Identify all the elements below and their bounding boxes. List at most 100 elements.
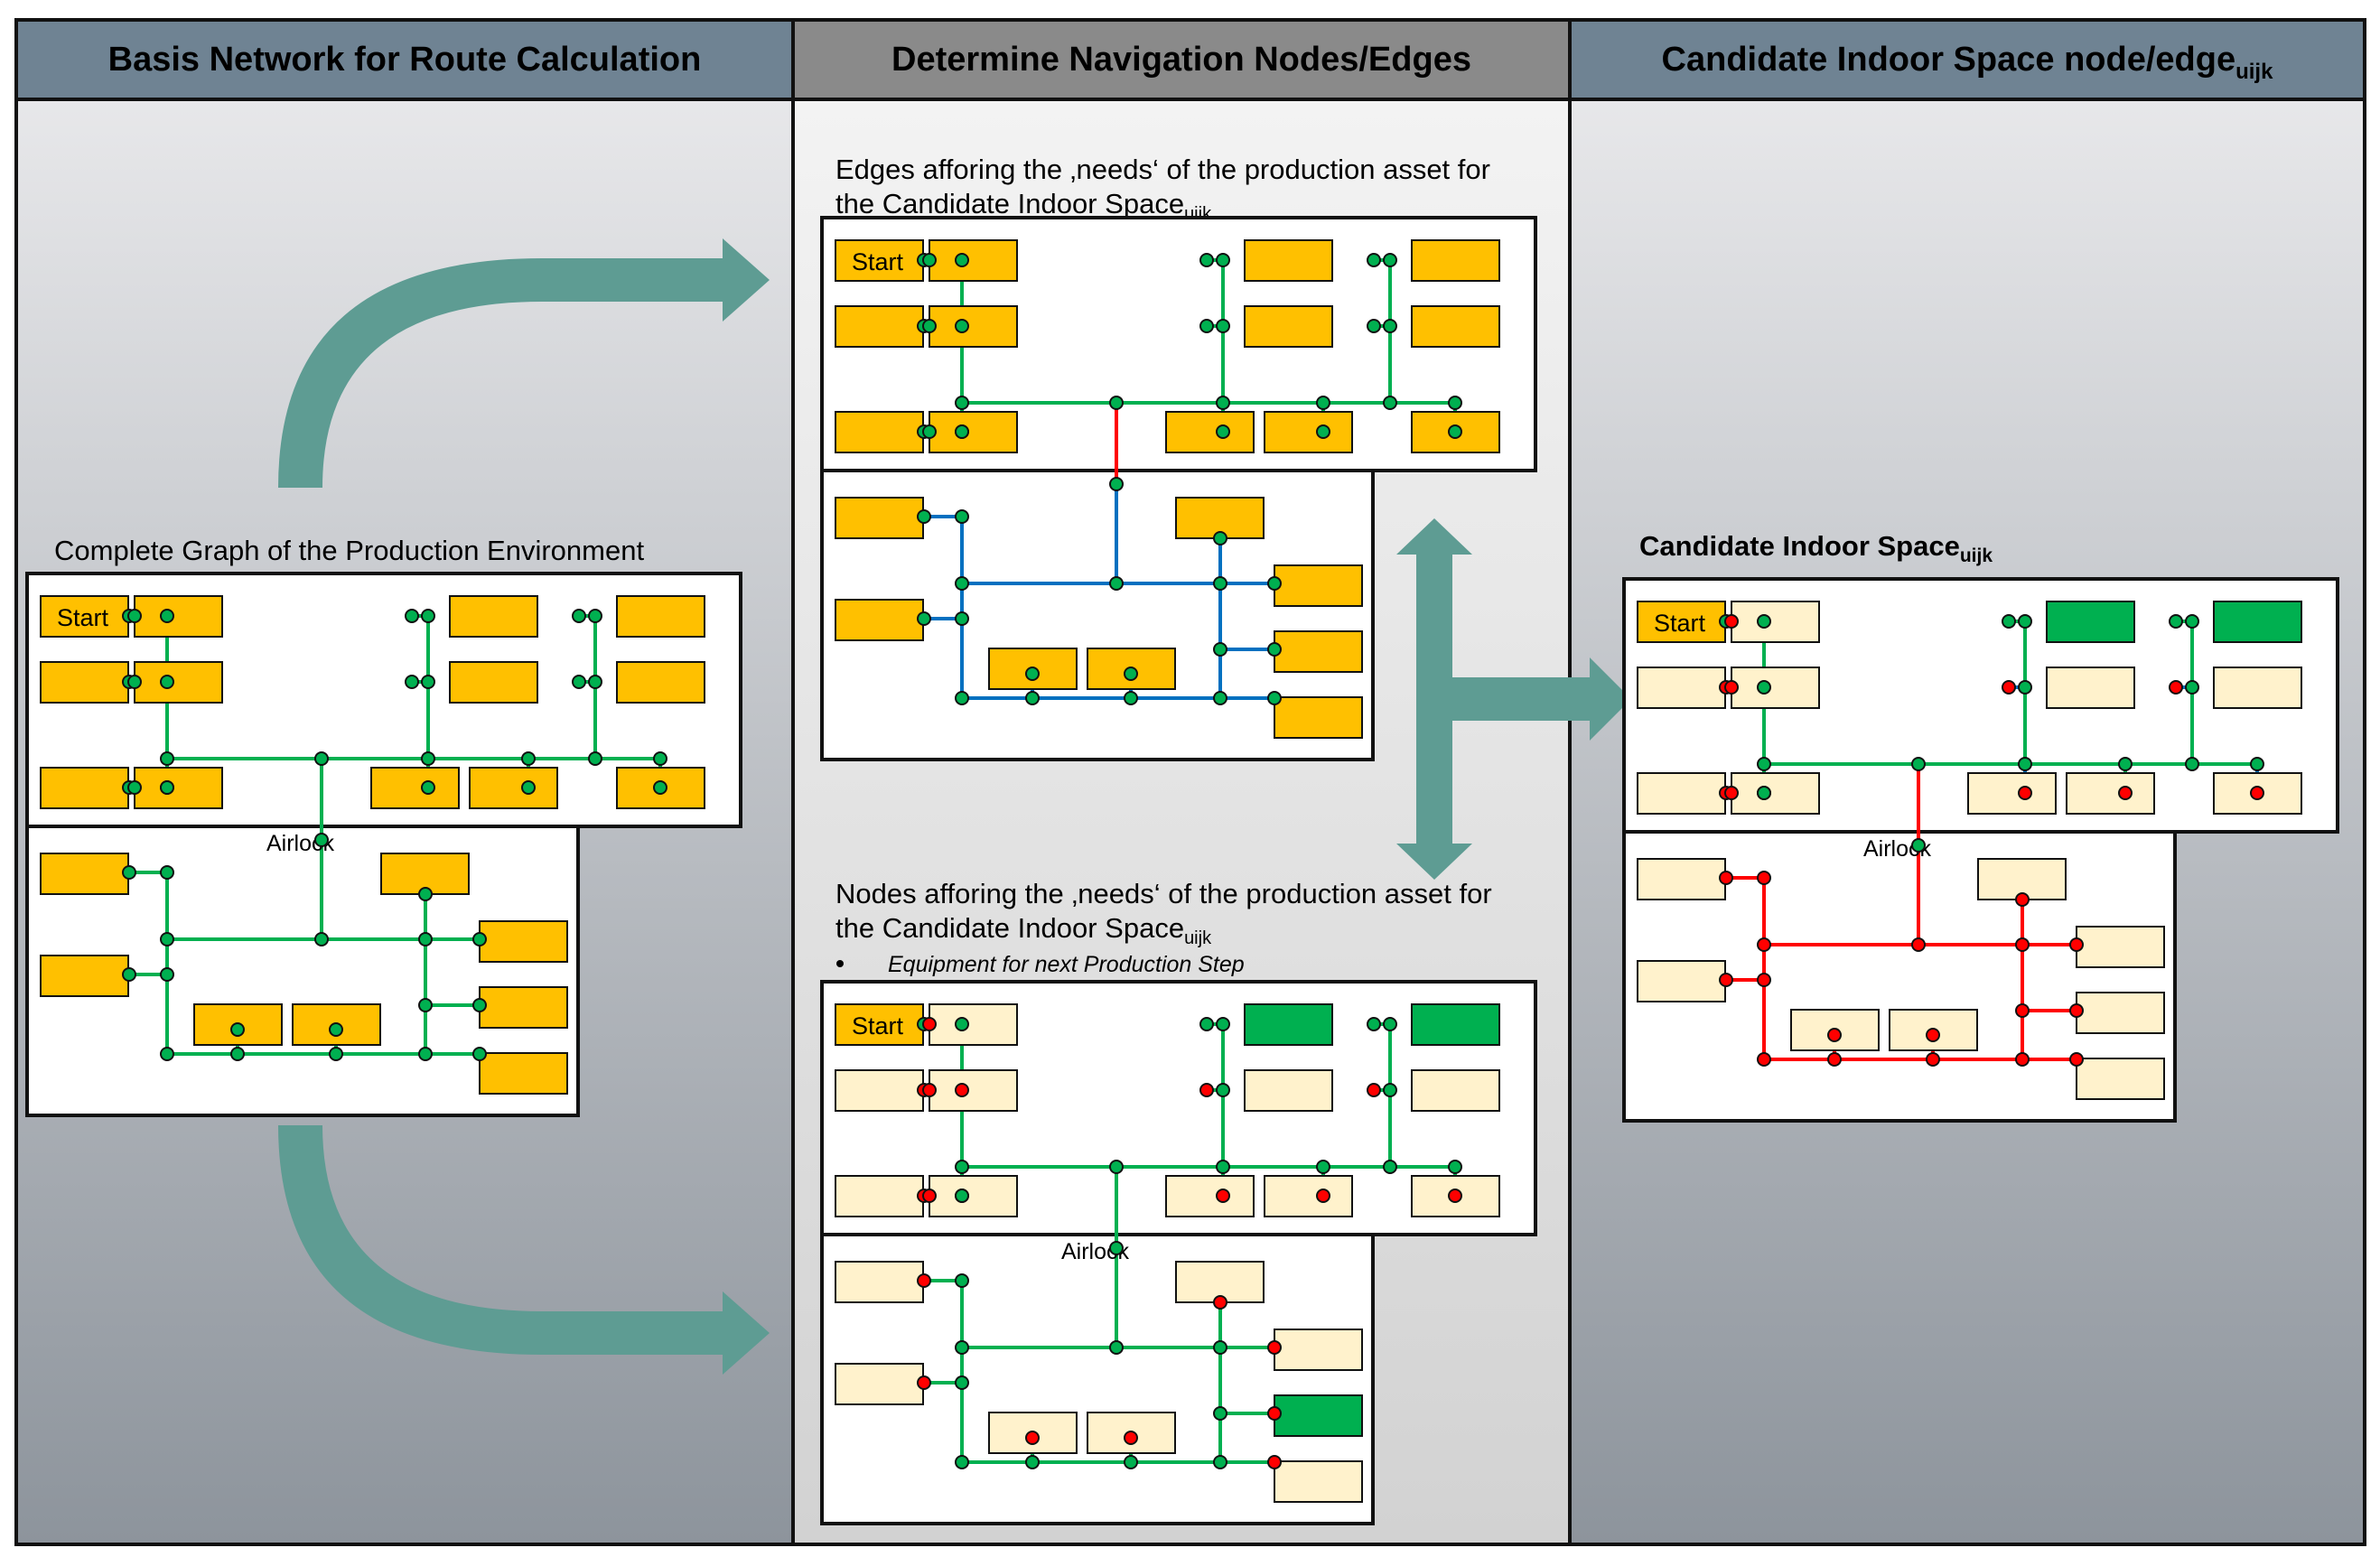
equipment-box <box>1274 1394 1363 1437</box>
graph-node <box>1757 973 1771 987</box>
graph-node <box>1267 1340 1282 1355</box>
graph-node <box>1267 1406 1282 1421</box>
graph-node <box>955 253 969 267</box>
graph-node <box>955 1083 969 1097</box>
arrow-merge-to-candidate <box>1396 518 1631 880</box>
floor-plan-graphs: StartAirlockStartStartAirlockStartAirloc… <box>25 216 2339 1525</box>
equipment-box <box>469 767 558 809</box>
graph-node <box>1213 1295 1227 1310</box>
graph-node <box>160 1047 174 1061</box>
graph-node <box>2069 1003 2084 1018</box>
graph-node <box>917 1375 931 1390</box>
flow-arrows <box>278 238 1631 1375</box>
graph-node <box>329 1022 343 1037</box>
graph-node <box>1383 396 1397 410</box>
graph-node <box>1724 786 1739 800</box>
graph-node <box>2015 937 2030 952</box>
equipment-box <box>40 955 129 997</box>
graph-node <box>1267 576 1282 591</box>
graph-node <box>1448 1160 1462 1174</box>
graph-node <box>1367 253 1381 267</box>
start-label: Start <box>852 1012 904 1040</box>
graph-node <box>1025 1455 1040 1469</box>
graph-node <box>1216 396 1230 410</box>
equipment-box <box>1411 1069 1500 1112</box>
graph-node <box>1757 757 1771 771</box>
graph-node <box>2018 680 2032 695</box>
equipment-box <box>1244 239 1333 282</box>
graph-node <box>955 1455 969 1469</box>
nodes-desc-main: the Candidate Indoor Space <box>835 912 1184 944</box>
graph-node <box>160 967 174 982</box>
equipment-box <box>134 767 223 809</box>
graph-node <box>588 609 602 623</box>
graph-node <box>1383 1083 1397 1097</box>
graph-node <box>2118 757 2133 771</box>
equipment-box <box>1165 1175 1255 1217</box>
arrow-up-to-edges <box>278 238 770 488</box>
graph-node <box>1267 642 1282 657</box>
graph-node <box>1383 1160 1397 1174</box>
equipment-box <box>835 1175 924 1217</box>
graph-node <box>1911 937 1926 952</box>
graph-node <box>588 751 602 766</box>
graph-node <box>1911 838 1926 853</box>
graph-node <box>1316 396 1330 410</box>
graph-node <box>1316 424 1330 439</box>
graph-node <box>2185 680 2199 695</box>
graph-node <box>230 1022 245 1037</box>
graph-node <box>2118 786 2133 800</box>
graph-node <box>955 1273 969 1288</box>
equipment-box <box>2076 1058 2165 1100</box>
graph-node <box>1213 1406 1227 1421</box>
graph-node <box>917 611 931 626</box>
equipment-box <box>479 1052 568 1095</box>
graph-node <box>922 1083 937 1097</box>
equipment-box <box>929 239 1018 282</box>
equipment-box <box>1411 239 1500 282</box>
graph-node <box>1383 1017 1397 1031</box>
equipment-box <box>1731 667 1820 709</box>
nodes-desc-line2: the Candidate Indoor Spaceuijk <box>835 912 1212 948</box>
graph-node <box>1216 1160 1230 1174</box>
graph-node <box>1199 1083 1214 1097</box>
equipment-box <box>2076 926 2165 968</box>
graph-node <box>2015 1052 2030 1067</box>
graph-node <box>2018 786 2032 800</box>
equipment-box <box>370 767 460 809</box>
graph-node <box>1827 1028 1842 1042</box>
graph-node <box>1025 667 1040 681</box>
start-box <box>835 1003 924 1046</box>
equipment-box <box>1244 1069 1333 1112</box>
equipment-box <box>929 411 1018 453</box>
graph-node <box>1124 691 1138 705</box>
graph-node <box>1213 1455 1227 1469</box>
graph-node <box>421 780 435 795</box>
graph-node <box>917 1273 931 1288</box>
graph-node <box>1109 576 1124 591</box>
graph-node <box>2002 614 2016 629</box>
left-graph-title: Complete Graph of the Production Environ… <box>54 535 644 566</box>
graph-node <box>314 932 329 946</box>
edges-desc-line2: the Candidate Indoor Spaceuijk <box>835 188 1212 224</box>
graph-node <box>1267 691 1282 705</box>
graph-node <box>472 1047 487 1061</box>
equipment-box <box>835 411 924 453</box>
graph-node <box>405 675 419 689</box>
graph-node <box>1757 680 1771 695</box>
graph-node <box>1316 1160 1330 1174</box>
graph-node <box>405 609 419 623</box>
graph-node <box>2185 614 2199 629</box>
equipment-box <box>479 920 568 963</box>
graph-node <box>1926 1052 1940 1067</box>
equipment-box <box>835 497 924 539</box>
graph-node <box>1724 680 1739 695</box>
equipment-box <box>2213 601 2302 643</box>
equipment-box <box>1244 1003 1333 1046</box>
start-box <box>40 595 129 638</box>
graph-node <box>2069 1052 2084 1067</box>
graph-node <box>922 424 937 439</box>
equipment-box <box>1274 1460 1363 1503</box>
graph-node <box>1109 1340 1124 1355</box>
edges-desc-main: the Candidate Indoor Space <box>835 188 1184 219</box>
